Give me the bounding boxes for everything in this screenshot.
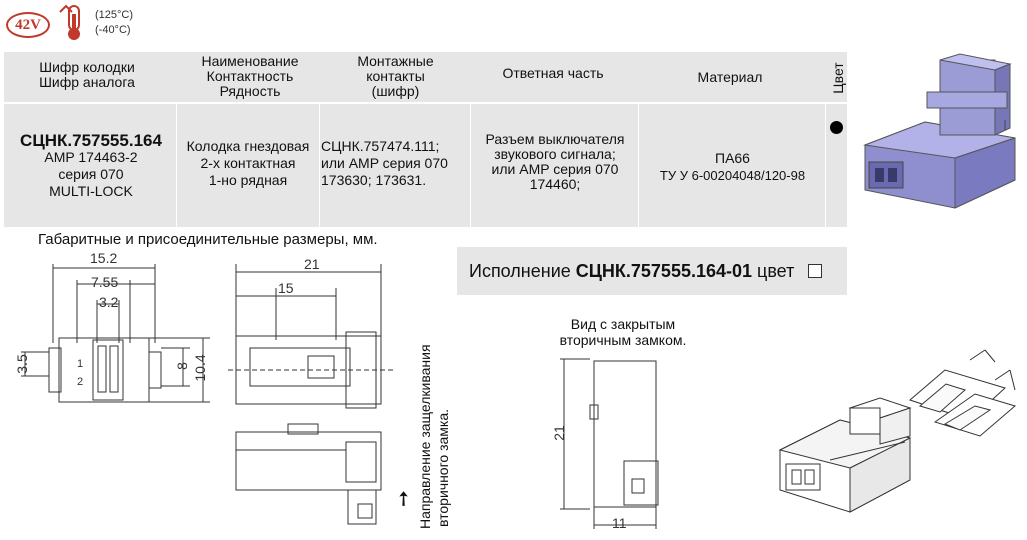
dim-10-4: 10.4: [192, 354, 208, 382]
header-contacts-line3: (шифр): [371, 83, 420, 99]
dim-7-55: 7.55: [91, 274, 119, 290]
name-line3: 1-но рядная: [208, 172, 288, 188]
col-divider: [825, 104, 826, 227]
header-mate: Ответная часть: [502, 65, 604, 81]
contacts-line2: или AMP серия 070: [321, 155, 448, 171]
temp-high: (125°C): [95, 9, 134, 21]
temperature-range: (125°C) (-40°C): [95, 8, 133, 38]
col-divider: [638, 104, 639, 227]
mate-line2: звукового сигнала;: [494, 146, 616, 162]
row-contacts-cell: СЦНК.757474.111; или AMP серия 070 17363…: [321, 138, 469, 189]
dim-15-2: 15.2: [90, 250, 118, 266]
mate-line1: Разъем выключателя: [485, 131, 625, 147]
mate-line4: 174460;: [529, 176, 581, 192]
dimensions-title: Габаритные и присоединительные размеры, …: [38, 231, 378, 248]
analog-line1: AMP 174463-2: [44, 149, 138, 165]
name-line2: 2-х контактная: [200, 155, 296, 171]
header-contacts: Монтажные контакты (шифр): [328, 54, 463, 99]
col-divider: [470, 104, 471, 227]
pin-1-label: 1: [77, 358, 84, 370]
arrow-icon: ➚: [390, 485, 418, 513]
color-black-dot: [830, 121, 843, 134]
variant-suffix: цвет: [752, 260, 795, 281]
table-body: [4, 104, 847, 227]
col-divider: [319, 104, 320, 227]
row-mate-cell: Разъем выключателя звукового сигнала; ил…: [472, 132, 638, 192]
header-name-line2: Контактность: [206, 68, 294, 84]
temp-low: (-40°C): [95, 24, 131, 36]
dim-3-5: 3.5: [14, 354, 30, 374]
header-name: Наименование Контактность Рядность: [180, 54, 320, 99]
closed-view-drawing: 21 11: [550, 345, 670, 535]
connector-photo: [855, 50, 1025, 215]
variant-color-checkbox: [808, 264, 823, 278]
row-material-cell: ПА66 ТУ У 6-00204048/120-98: [640, 150, 825, 184]
header-name-line3: Рядность: [219, 83, 281, 99]
mate-line3: или AMP серия 070: [491, 161, 619, 177]
dim-3-2: 3.2: [99, 294, 119, 310]
thermometer-icon: [58, 4, 90, 42]
header-color: Цвет: [830, 62, 846, 94]
variant-box: Исполнение СЦНК.757555.164-01 цвет: [457, 247, 847, 295]
material-spec: ТУ У 6-00204048/120-98: [659, 168, 806, 183]
contacts-line3: 173630; 173631.: [321, 172, 427, 188]
side-view-drawing: 21 15: [228, 252, 393, 412]
bottom-view-drawing: [228, 418, 393, 530]
pin-2-label: 2: [77, 376, 84, 388]
row-name-cell: Колодка гнездовая 2-х контактная 1-но ря…: [178, 138, 318, 189]
analog-line3: MULTI-LOCK: [49, 183, 133, 199]
closed-view-line2: вторичным замком.: [559, 332, 687, 348]
lock-direction-line1: Направление защелкивания: [417, 344, 433, 529]
variant-prefix: Исполнение: [469, 260, 576, 281]
table-header: [4, 52, 847, 102]
variant-code: СЦНК.757555.164-01: [575, 260, 753, 281]
material-name: ПА66: [715, 150, 750, 166]
dim-21-length: 21: [304, 256, 320, 272]
header-code: Шифр колодки Шифр аналога: [22, 60, 152, 90]
col-divider: [176, 104, 177, 227]
row-code-cell: СЦНК.757555.164 AMP 174463-2 серия 070 M…: [6, 132, 176, 200]
closed-view-line1: Вид с закрытым: [570, 316, 676, 332]
lock-direction-line2: вторичного замка.: [435, 408, 451, 527]
contacts-line1: СЦНК.757474.111;: [321, 138, 440, 154]
front-view-drawing: 15.2 7.55 3.2 3.5 8 10.4 1 2: [14, 248, 210, 428]
isometric-connector-drawing: [770, 340, 1020, 535]
header-material: Материал: [697, 69, 763, 85]
analog-line2: серия 070: [58, 166, 124, 182]
dim-11-width: 11: [612, 515, 627, 531]
voltage-badge: 42V: [6, 12, 50, 38]
dim-8: 8: [174, 362, 190, 370]
closed-view-caption: Вид с закрытым вторичным замком.: [548, 316, 698, 348]
dim-15-length: 15: [278, 280, 294, 296]
header-code-line1: Шифр колодки: [39, 59, 135, 75]
header-code-line2: Шифр аналога: [39, 74, 135, 90]
header-name-line1: Наименование: [201, 53, 299, 69]
name-line1: Колодка гнездовая: [186, 138, 310, 154]
part-code: СЦНК.757555.164: [20, 131, 162, 150]
header-contacts-line1: Монтажные: [357, 53, 434, 69]
header-contacts-line2: контакты: [366, 68, 425, 84]
dim-21-height: 21: [551, 425, 567, 441]
